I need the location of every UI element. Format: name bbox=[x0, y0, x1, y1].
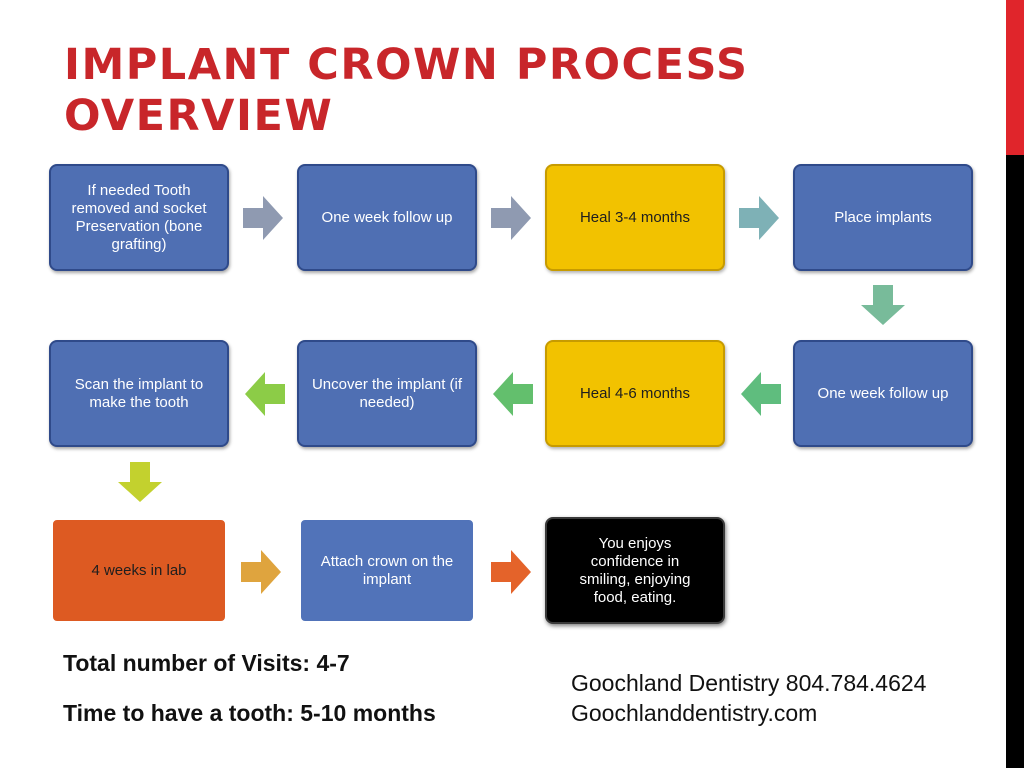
accent-bar-red bbox=[1006, 0, 1024, 155]
arrow-down-icon bbox=[118, 462, 162, 502]
arrow-right-icon bbox=[491, 550, 531, 594]
contact-phone-text: Goochland Dentistry 804.784.4624 bbox=[571, 670, 927, 696]
step-one-week-follow-up-1: One week follow up bbox=[297, 164, 477, 271]
arrow-right-icon bbox=[241, 550, 281, 594]
step-uncover-implant: Uncover the implant (if needed) bbox=[297, 340, 477, 447]
title-line-2: OVERVIEW bbox=[64, 91, 334, 141]
title-line-1: IMPLANT CROWN PROCESS bbox=[64, 40, 749, 90]
arrow-down-icon bbox=[861, 285, 905, 325]
arrow-left-icon bbox=[493, 372, 533, 416]
slide-title: IMPLANT CROWN PROCESS OVERVIEW bbox=[64, 40, 749, 142]
step-tooth-removal: If needed Tooth removed and socket Prese… bbox=[49, 164, 229, 271]
time-to-tooth-text: Time to have a tooth: 5-10 months bbox=[63, 700, 436, 726]
step-enjoy-result: You enjoys confidence in smiling, enjoyi… bbox=[545, 517, 725, 624]
arrow-right-icon bbox=[739, 196, 779, 240]
contact-website-text: Goochlanddentistry.com bbox=[571, 700, 818, 726]
step-heal-4-6-months: Heal 4-6 months bbox=[545, 340, 725, 447]
step-one-week-follow-up-2: One week follow up bbox=[793, 340, 973, 447]
step-place-implants: Place implants bbox=[793, 164, 973, 271]
arrow-left-icon bbox=[741, 372, 781, 416]
step-4-weeks-in-lab: 4 weeks in lab bbox=[53, 520, 225, 621]
total-visits-text: Total number of Visits: 4-7 bbox=[63, 650, 350, 676]
arrow-right-icon bbox=[491, 196, 531, 240]
step-heal-3-4-months: Heal 3-4 months bbox=[545, 164, 725, 271]
arrow-left-icon bbox=[245, 372, 285, 416]
step-attach-crown: Attach crown on the implant bbox=[301, 520, 473, 621]
step-scan-implant: Scan the implant to make the tooth bbox=[49, 340, 229, 447]
arrow-right-icon bbox=[243, 196, 283, 240]
accent-bar-black bbox=[1006, 155, 1024, 768]
